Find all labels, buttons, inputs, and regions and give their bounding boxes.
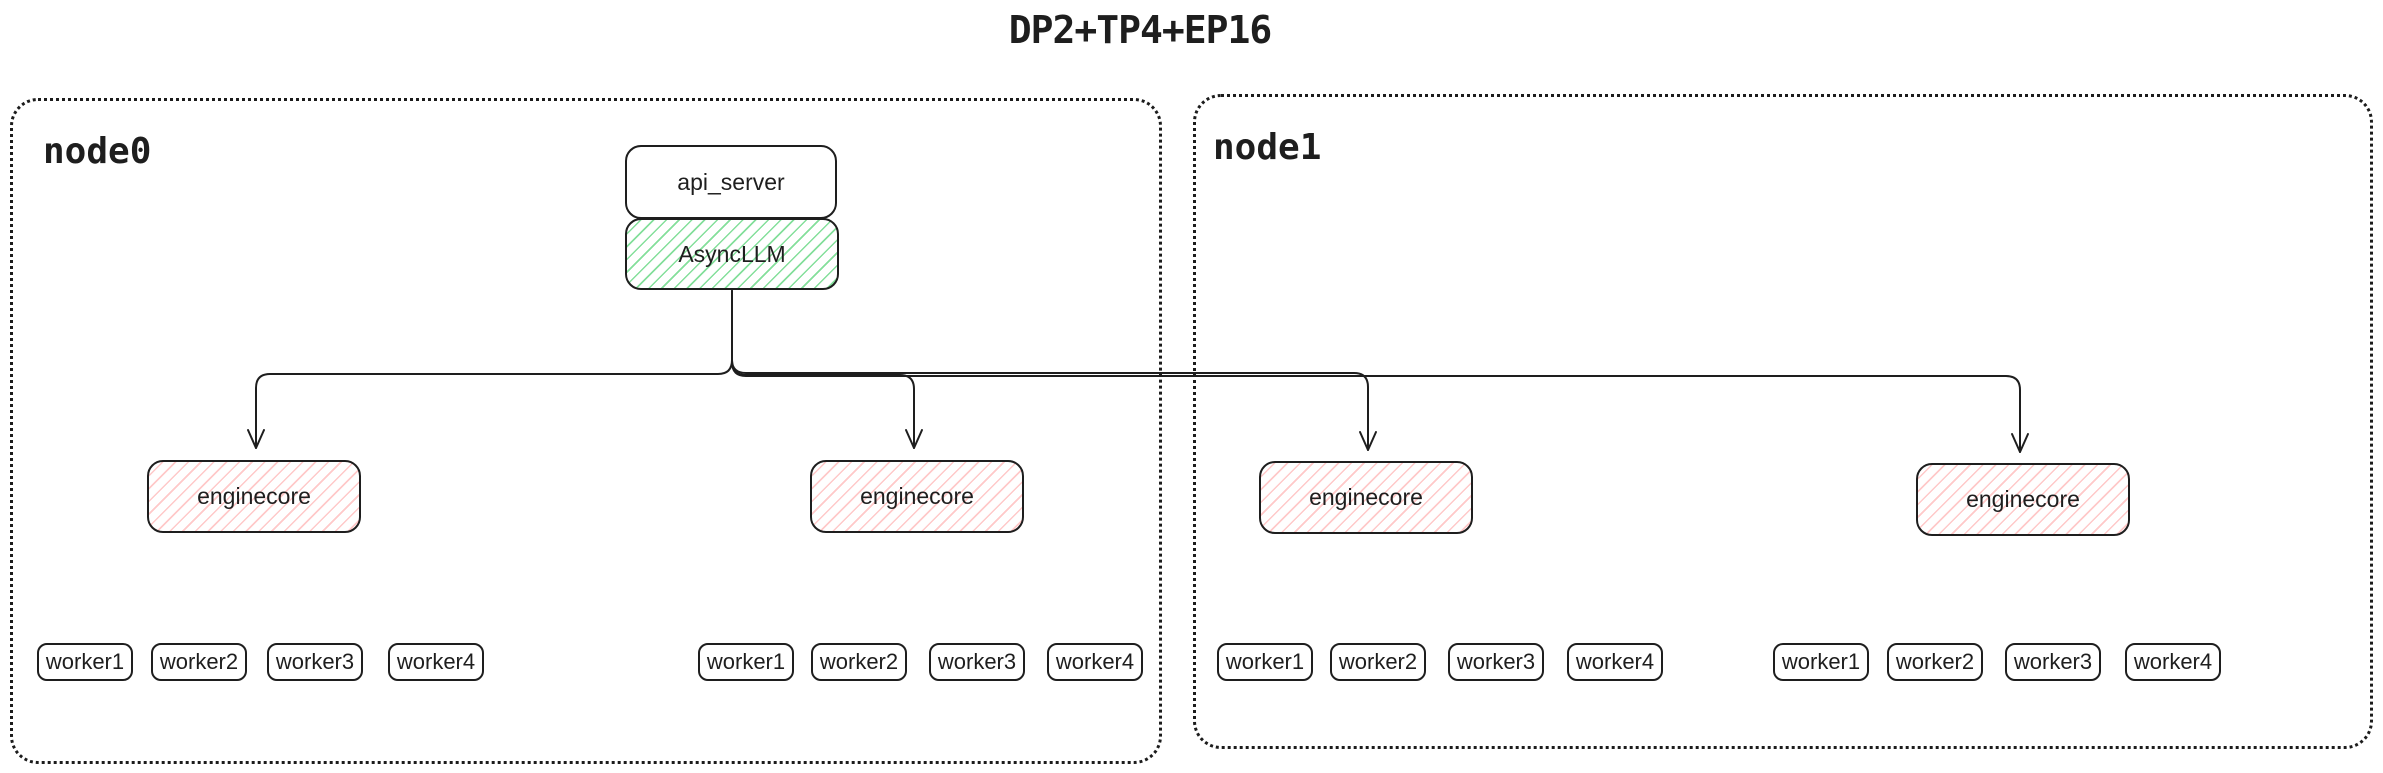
- worker-label: worker2: [1895, 649, 1975, 674]
- worker-box-g2-4: worker4: [1047, 643, 1143, 681]
- enginecore-label: enginecore: [1309, 484, 1423, 510]
- enginecore-box-2: enginecore: [1259, 461, 1473, 534]
- worker-box-g3-1: worker1: [1217, 643, 1313, 681]
- worker-box-g3-4: worker4: [1567, 643, 1663, 681]
- enginecore-label: enginecore: [1966, 486, 2080, 512]
- worker-box-g4-3: worker3: [2005, 643, 2101, 681]
- enginecore-box-1: enginecore: [810, 460, 1024, 533]
- asyncllm-box: AsyncLLM: [625, 218, 839, 290]
- worker-label: worker4: [1575, 649, 1655, 674]
- worker-box-g3-2: worker2: [1330, 643, 1426, 681]
- worker-box-g2-2: worker2: [811, 643, 907, 681]
- worker-box-g2-3: worker3: [929, 643, 1025, 681]
- worker-box-g4-4: worker4: [2125, 643, 2221, 681]
- worker-label: worker2: [1338, 649, 1418, 674]
- worker-label: worker1: [45, 649, 125, 674]
- worker-box-g3-3: worker3: [1448, 643, 1544, 681]
- node0-label: node0: [43, 131, 152, 172]
- worker-label: worker3: [937, 649, 1017, 674]
- worker-label: worker1: [1781, 649, 1861, 674]
- diagram-title: DP2+TP4+EP16: [1008, 8, 1273, 52]
- worker-label: worker3: [2013, 649, 2093, 674]
- worker-box-g1-2: worker2: [151, 643, 247, 681]
- worker-label: worker2: [819, 649, 899, 674]
- node1-label: node1: [1213, 127, 1322, 168]
- enginecore-box-0: enginecore: [147, 460, 361, 533]
- worker-box-g1-4: worker4: [388, 643, 484, 681]
- enginecore-label: enginecore: [860, 483, 974, 509]
- enginecore-box-3: enginecore: [1916, 463, 2130, 536]
- worker-label: worker3: [1456, 649, 1536, 674]
- worker-label: worker3: [275, 649, 355, 674]
- api-server-box: api_server: [625, 145, 837, 219]
- asyncllm-label: AsyncLLM: [678, 240, 786, 267]
- worker-label: worker4: [2133, 649, 2213, 674]
- enginecore-label: enginecore: [197, 483, 311, 509]
- worker-box-g1-3: worker3: [267, 643, 363, 681]
- worker-label: worker4: [396, 649, 476, 674]
- worker-label: worker1: [1225, 649, 1305, 674]
- worker-box-g4-1: worker1: [1773, 643, 1869, 681]
- worker-label: worker2: [159, 649, 239, 674]
- worker-label: worker4: [1055, 649, 1135, 674]
- api-server-label: api_server: [677, 168, 785, 195]
- worker-box-g4-2: worker2: [1887, 643, 1983, 681]
- worker-box-g2-1: worker1: [698, 643, 794, 681]
- worker-label: worker1: [706, 649, 786, 674]
- worker-box-g1-1: worker1: [37, 643, 133, 681]
